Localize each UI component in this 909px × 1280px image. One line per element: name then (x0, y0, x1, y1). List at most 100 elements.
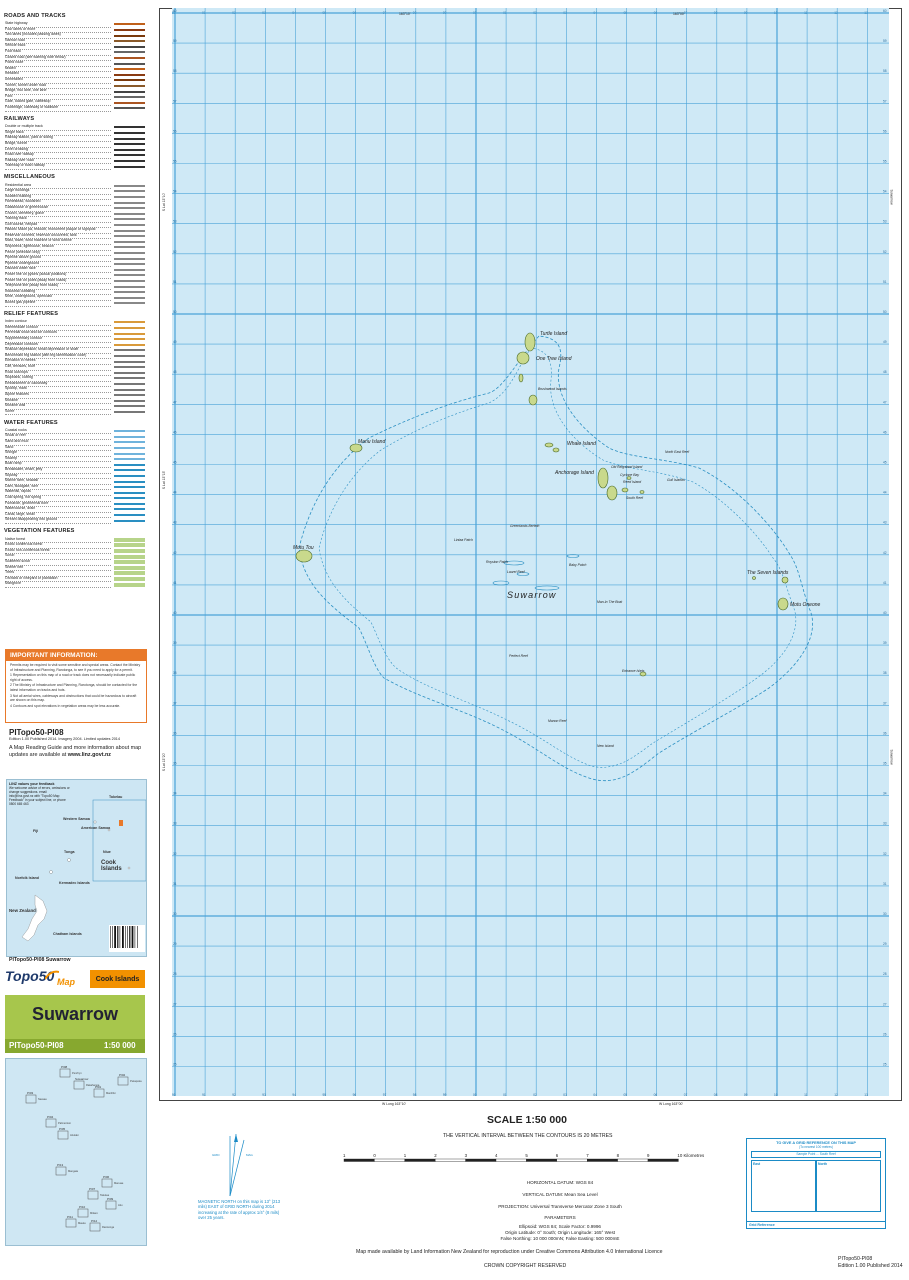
place-greenlands: Greenlands Berteth (510, 524, 540, 528)
index-sheet-box (73, 1080, 85, 1090)
grid-box-sub: (To nearest 100 metres) (799, 1145, 833, 1149)
legend-item-symbol (114, 279, 145, 282)
legend-section-title: VEGETATION FEATURES (4, 528, 75, 535)
legend-item-label: Shipwreck, lighthouse, beacon (5, 244, 111, 251)
legend-item-symbol (114, 207, 145, 210)
loc-new-zealand: New Zealand (9, 908, 36, 913)
scale-bar-label: 2 (434, 1153, 437, 1158)
lagoon-patch-reef (516, 572, 530, 576)
grid-label-right: 47 (883, 400, 887, 404)
index-sheet-box (105, 1200, 117, 1210)
legend-item-label: Disused water race (5, 266, 111, 274)
legend-item-symbol (114, 218, 145, 221)
loc-tonga: Tonga (64, 850, 75, 854)
island (626, 476, 632, 480)
legend-item-label: Scree (5, 409, 111, 416)
guide-url[interactable]: www.linz.govt.nz (67, 752, 111, 758)
legend-item: Vehicle track (2, 43, 145, 51)
new-zealand-shape (21, 894, 48, 942)
legend-item-label: unmetalled (5, 77, 111, 84)
grid-label-right: 44 (883, 491, 887, 495)
legend-item: metalled (2, 71, 145, 79)
grid-label-bottom: 09 (744, 1093, 748, 1097)
grid-label-left: 39 (173, 641, 177, 645)
legend-item-label: Glasshouse or greenhouse (5, 205, 111, 212)
index-sheet-label: PI08 (61, 1065, 68, 1069)
legend-item: Dam, floodgate, weir (2, 484, 145, 491)
scale-bar-segment (434, 1158, 466, 1162)
legend-item: Orchard or vineyard or plantation (2, 576, 145, 583)
grid-box-north: North (818, 1162, 828, 1166)
barcode-bar (110, 926, 111, 948)
index-island-label: Mangaia (68, 1169, 79, 1173)
index-sheet-box (59, 1068, 71, 1078)
index-sheet-label: PI12 (91, 1219, 98, 1223)
scale-bar-label: 9 (647, 1153, 650, 1158)
legend-item-label: Railway station, yard or siding (5, 135, 111, 142)
legend-item: Mangrove (2, 581, 145, 588)
legend-item-label: Foot track (5, 49, 111, 56)
topo-logo-text: Topo50 (5, 968, 55, 984)
place-whale-island: Whale Island (567, 441, 596, 447)
grid-label-left: 47 (173, 400, 177, 404)
legend-item: Scrub (2, 553, 145, 560)
legend-item: Residential area (2, 183, 145, 190)
grid-label-right: 58 (883, 69, 887, 73)
index-island-label: Mauke (78, 1221, 86, 1225)
scale-bar-label: 7 (586, 1153, 589, 1158)
legend-item: Coastal rocks (2, 428, 145, 435)
feedback-title: LINZ values your feedback (9, 782, 55, 786)
top-long-label-2: 163°00' (673, 12, 685, 16)
legend-item-label: Dam, floodgate, weir (5, 484, 111, 491)
legend-item: Alpine features (2, 392, 145, 399)
legend-item-label: Boxed gas pipeline (5, 300, 111, 307)
legend-item-symbol (114, 51, 145, 54)
place-lintaa-patch: Lintaa Patch (454, 538, 473, 542)
index-island-label: Palmerston (58, 1121, 72, 1125)
legend-item: Boxed gas pipeline (2, 300, 145, 307)
island (752, 576, 756, 580)
legend-item-symbol (114, 377, 145, 380)
legend-item-label: Scrub (5, 553, 111, 560)
grid-label-bottom: 02 (533, 1093, 537, 1097)
grid-label-right: 52 (883, 250, 887, 254)
legend-item-label: Moraine wall (5, 403, 111, 410)
legend-item-label: Breakwater, wharf, jetty (5, 467, 111, 474)
legend-item-symbol (114, 268, 145, 271)
grid-label-right: 43 (883, 521, 887, 525)
legend-item-label: Narrow road (5, 38, 111, 45)
legend-item-label: Coastal rocks (5, 428, 111, 435)
legend-item-symbol (114, 582, 145, 587)
island (639, 671, 647, 677)
legend-item-symbol (114, 302, 145, 305)
legend-item-symbol (114, 165, 145, 168)
legend-item-label: Boat ramp (5, 461, 111, 469)
legend-item-label: Spoiltip, mark (5, 386, 111, 393)
grid-box-north-col: North (816, 1160, 881, 1212)
index-sheet-label: PI02 (119, 1073, 126, 1077)
series-label: PITopo50-PI08 Suwarrow (9, 957, 71, 963)
legend-section-title: RELIEF FEATURES (4, 311, 59, 318)
grid-label-left: 60 (173, 9, 177, 13)
legend-item-symbol (114, 23, 145, 26)
legend-item: Power line on poles (away from roads) (2, 278, 145, 285)
legend-item-label: Poled route (5, 60, 111, 67)
grid-box-east-col: East (751, 1160, 816, 1212)
legend-item-label: Road over railway (5, 152, 111, 159)
island (639, 490, 645, 494)
legend-item-label: Fumarole, geothermal bore (5, 501, 111, 508)
scale-bar-label: 3 (465, 1153, 468, 1158)
legend-item-symbol (114, 332, 145, 335)
legend-item-symbol (114, 430, 145, 433)
scale-bar-segment (495, 1158, 527, 1162)
legend-item: unmetalled (2, 77, 145, 84)
grid-label-bottom: 10 (774, 1093, 778, 1097)
legend-item-label: Closed road (see warning note below) (5, 55, 111, 62)
grid-label-left: 25 (173, 1063, 177, 1067)
grid-label-right: 25 (883, 1063, 887, 1067)
legend-item-symbol (114, 577, 145, 582)
legend-item: Single track (2, 130, 145, 137)
legend-item-label: Stream disappearing into ground (5, 517, 111, 524)
grid-label-bottom: 06 (654, 1093, 658, 1097)
bottom-long-label-2: W Long 163°00' (659, 1102, 684, 1106)
